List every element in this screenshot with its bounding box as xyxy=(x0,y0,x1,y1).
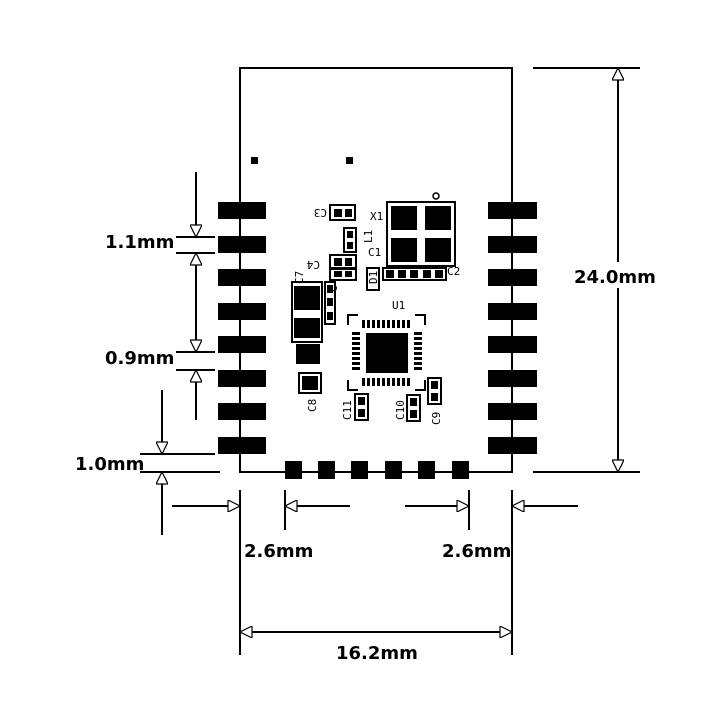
capacitor-c9 xyxy=(427,377,442,405)
label-l1: L1 xyxy=(362,230,375,243)
label-c8: C8 xyxy=(306,399,319,412)
capacitor-c11 xyxy=(354,393,369,421)
left-pad xyxy=(218,370,266,387)
dim-2-6mm-left: 2.6mm xyxy=(244,541,313,562)
capacitor-c10 xyxy=(406,394,421,422)
left-pad xyxy=(218,437,266,454)
right-pad xyxy=(488,336,537,353)
label-c-partial: C xyxy=(327,285,340,292)
bottom-pads xyxy=(285,461,469,479)
label-u1: U1 xyxy=(392,299,405,312)
left-pad xyxy=(218,336,266,353)
left-pad xyxy=(218,202,266,219)
inductor-l1 xyxy=(343,227,357,253)
right-pad xyxy=(488,370,537,387)
left-pad xyxy=(218,236,266,253)
label-c2: C2 xyxy=(447,265,460,278)
left-pad xyxy=(218,303,266,320)
label-c11: C11 xyxy=(341,400,354,420)
diode-d1 xyxy=(366,267,380,291)
capacitor-c3 xyxy=(329,204,356,221)
chip-u1 xyxy=(347,314,426,391)
dim-16-2mm: 16.2mm xyxy=(336,643,418,664)
right-pad xyxy=(488,202,537,219)
label-c3: C3 xyxy=(314,206,327,219)
left-pads xyxy=(218,202,266,454)
bottom-pad xyxy=(351,461,368,479)
label-c9: C9 xyxy=(430,412,443,425)
left-pad xyxy=(218,403,266,420)
right-pads xyxy=(488,202,537,454)
label-c7: C7 xyxy=(293,271,306,284)
board-outline xyxy=(239,67,513,473)
capacitor-c8 xyxy=(298,372,322,394)
capacitor-c2 xyxy=(382,267,447,281)
label-c10: C10 xyxy=(394,400,407,420)
fiducial-dot xyxy=(251,157,258,164)
label-c1: C1 xyxy=(368,246,381,259)
crystal-x1 xyxy=(386,192,456,267)
bottom-pad xyxy=(452,461,469,479)
bottom-pad xyxy=(385,461,402,479)
dim-0-9mm: 0.9mm xyxy=(105,348,174,369)
dim-24mm: 24.0mm xyxy=(574,267,656,288)
left-pad xyxy=(218,269,266,286)
label-c4: C4 xyxy=(306,258,320,271)
right-pad xyxy=(488,303,537,320)
dim-1-1mm: 1.1mm xyxy=(105,232,174,253)
label-d1: D1 xyxy=(367,271,380,284)
small-caps-column xyxy=(324,281,336,325)
right-pad xyxy=(488,269,537,286)
bottom-pad xyxy=(318,461,335,479)
capacitor-c7 xyxy=(291,281,323,364)
dim-2-6mm-right: 2.6mm xyxy=(442,541,511,562)
dim-1-0mm: 1.0mm xyxy=(75,454,144,475)
label-x1: X1 xyxy=(370,210,383,223)
right-pad xyxy=(488,403,537,420)
capacitor-c4 xyxy=(329,254,357,281)
right-pad xyxy=(488,437,537,454)
bottom-pad xyxy=(285,461,302,479)
bottom-pad xyxy=(418,461,435,479)
right-pad xyxy=(488,236,537,253)
dim-24mm-bg xyxy=(572,262,662,288)
fiducial-dot xyxy=(346,157,353,164)
